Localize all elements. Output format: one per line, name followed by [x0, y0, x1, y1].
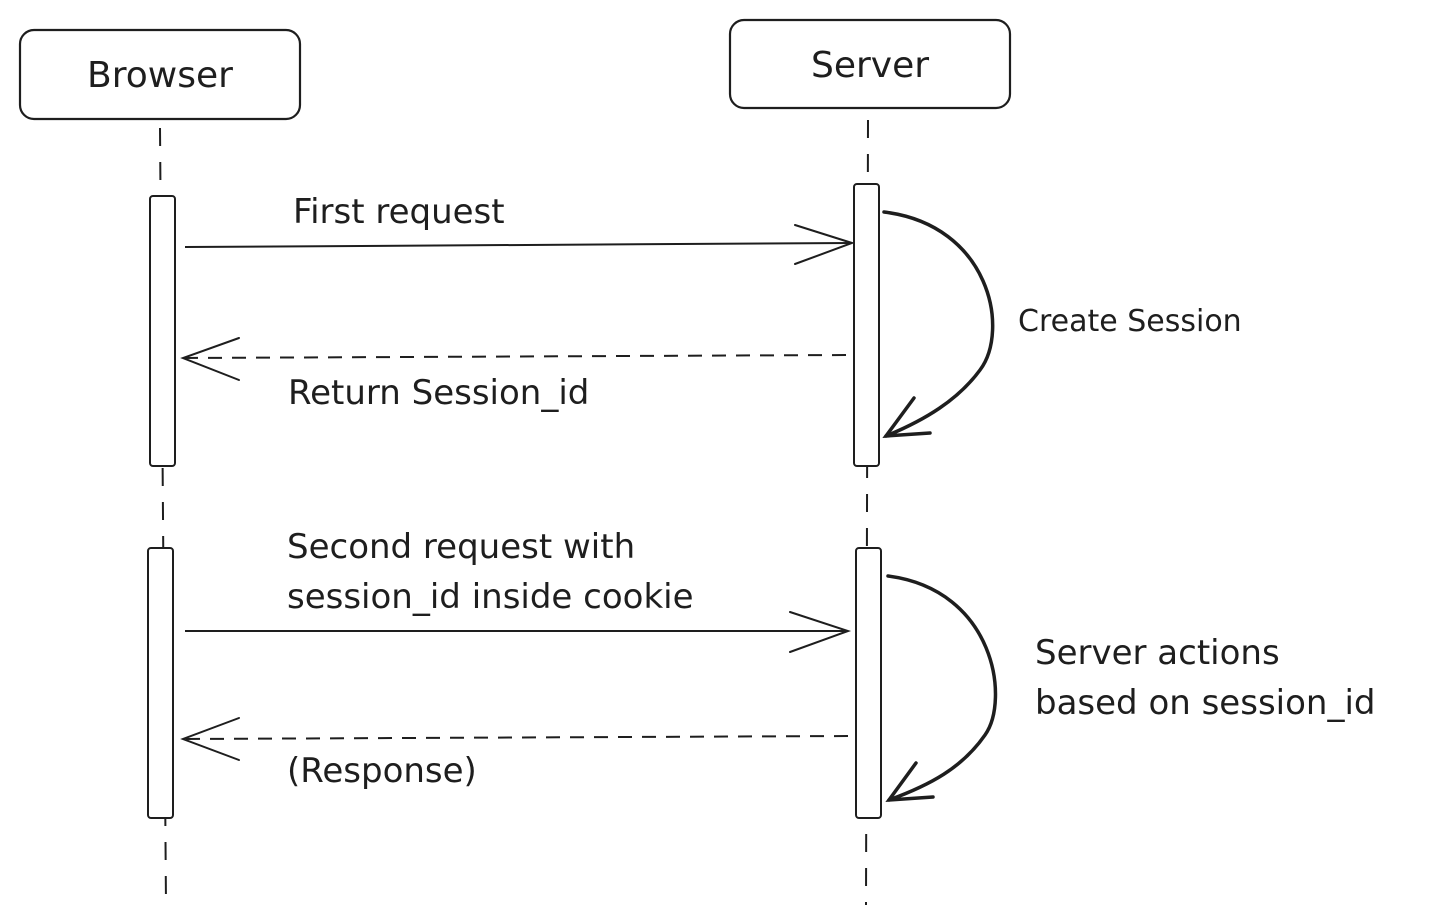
self-loop-server-actions: Server actions based on session_id	[885, 574, 1375, 803]
second-request-label-line2: session_id inside cookie	[287, 577, 694, 617]
server-activation-1	[853, 183, 880, 467]
server-participant: Server	[728, 18, 1012, 110]
server-actions-label-line1: Server actions	[1035, 633, 1280, 673]
first-request-label: First request	[293, 192, 505, 232]
browser-box	[18, 28, 302, 121]
second-request-arrowhead	[789, 611, 852, 653]
server-box	[728, 18, 1012, 110]
first-request-arrow	[184, 242, 853, 248]
create-session-loop	[882, 210, 995, 438]
message-return-session: Return Session_id	[180, 337, 847, 413]
return-session-arrowhead	[180, 337, 240, 381]
server-actions-label-line2: based on session_id	[1035, 683, 1375, 723]
second-request-label-line1: Second request with	[287, 527, 635, 567]
server-actions-loop	[886, 574, 998, 802]
create-session-loop-arrowhead	[882, 396, 932, 439]
browser-activation-1	[149, 195, 176, 467]
server-actions-loop-arrowhead	[885, 761, 935, 803]
browser-participant: Browser	[18, 28, 302, 121]
response-arrow	[182, 735, 849, 740]
message-second-request: Second request with session_id inside co…	[185, 527, 852, 653]
browser-label: Browser	[87, 55, 233, 96]
server-activation-2	[855, 547, 882, 819]
create-session-label: Create Session	[1018, 304, 1242, 339]
first-request-arrowhead	[794, 224, 856, 265]
message-first-request: First request	[184, 192, 856, 265]
return-session-label: Return Session_id	[288, 373, 589, 413]
message-response: (Response)	[180, 717, 849, 791]
response-arrowhead	[180, 717, 240, 761]
self-loop-create-session: Create Session	[882, 210, 1242, 439]
return-session-arrow	[182, 354, 847, 359]
browser-activation-2	[147, 547, 174, 819]
server-label: Server	[811, 45, 929, 86]
response-label: (Response)	[287, 751, 477, 791]
